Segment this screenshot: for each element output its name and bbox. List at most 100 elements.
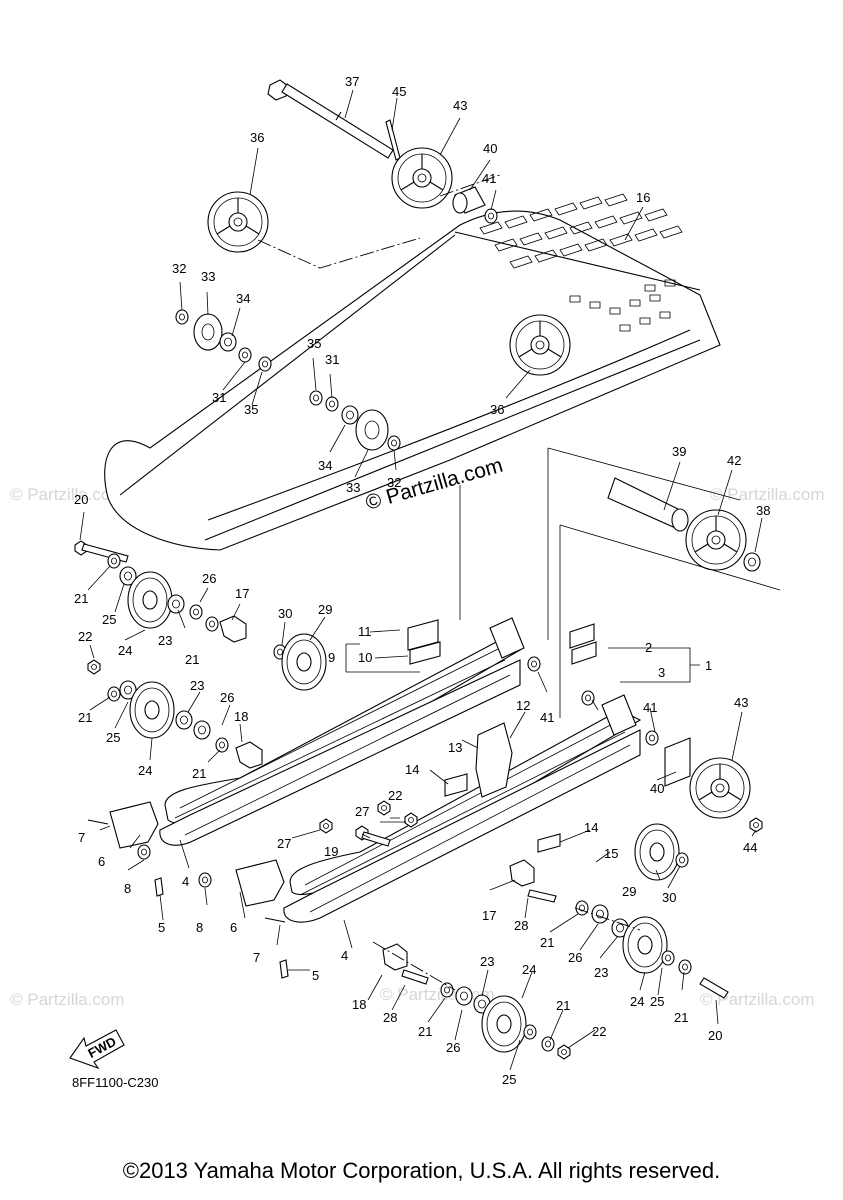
callout-4-b: 4 xyxy=(341,948,348,963)
wheel-24-upper-left xyxy=(127,571,173,629)
leader-lines xyxy=(79,89,763,1071)
callout-40: 40 xyxy=(483,141,497,156)
callout-23-c: 23 xyxy=(594,965,608,980)
callout-32-b: 32 xyxy=(387,475,401,490)
lower-wheel-cluster xyxy=(372,859,729,1060)
callout-19: 19 xyxy=(324,844,338,859)
watermarks: © Partzilla.com © Partzilla.com © Partzi… xyxy=(10,485,825,1009)
callout-42: 42 xyxy=(727,453,741,468)
callout-25-d: 25 xyxy=(502,1072,516,1087)
callouts: 37 45 43 36 40 41 16 32 33 34 35 31 31 3… xyxy=(74,74,770,1087)
slide-rails xyxy=(159,617,763,923)
callout-26-b: 26 xyxy=(220,690,234,705)
callout-24: 24 xyxy=(118,643,132,658)
idler-wheel-43-top xyxy=(391,147,453,209)
callout-24-d: 24 xyxy=(630,994,644,1009)
idler-wheel-36-left xyxy=(207,191,269,253)
callout-21-c: 21 xyxy=(78,710,92,725)
callout-15: 15 xyxy=(604,846,618,861)
callout-35-b: 35 xyxy=(244,402,258,417)
bearing-group-left xyxy=(175,309,401,451)
callout-24-b: 24 xyxy=(138,763,152,778)
callout-34: 34 xyxy=(236,291,250,306)
callout-22: 22 xyxy=(78,629,92,644)
callout-44: 44 xyxy=(743,840,757,855)
callout-28: 28 xyxy=(514,918,528,933)
watermark-right-top: © Partzilla.com xyxy=(710,485,825,504)
idler-wheel-43-lower xyxy=(689,757,751,819)
callout-18-b: 18 xyxy=(352,997,366,1012)
callout-11: 11 xyxy=(358,624,372,639)
callout-29: 29 xyxy=(318,602,332,617)
wheel-29-upper xyxy=(281,633,327,691)
callout-17: 17 xyxy=(235,586,249,601)
idler-wheel-36-right xyxy=(509,314,571,376)
callout-7: 7 xyxy=(78,830,85,845)
wheel-24-bottom xyxy=(481,995,527,1053)
callout-41-b: 41 xyxy=(540,710,554,725)
callout-12: 12 xyxy=(516,698,530,713)
callout-45: 45 xyxy=(392,84,406,99)
callout-22-c: 22 xyxy=(592,1024,606,1039)
callout-18: 18 xyxy=(234,709,248,724)
callout-4: 4 xyxy=(182,874,189,889)
callout-25-b: 25 xyxy=(106,730,120,745)
callout-6-b: 6 xyxy=(230,920,237,935)
callout-30-b: 30 xyxy=(662,890,676,905)
rail-end-caps xyxy=(87,801,289,979)
callout-33-b: 33 xyxy=(346,480,360,495)
callout-41-c: 41 xyxy=(643,700,657,715)
callout-9: 9 xyxy=(328,650,335,665)
callout-21-g: 21 xyxy=(418,1024,432,1039)
callout-6: 6 xyxy=(98,854,105,869)
callout-21-e: 21 xyxy=(540,935,554,950)
diagram-code: 8FF1100-C230 xyxy=(72,1075,158,1090)
callout-23-b: 23 xyxy=(190,678,204,693)
callout-21-d: 21 xyxy=(192,766,206,781)
callout-21-b: 21 xyxy=(185,652,199,667)
callout-21-h: 21 xyxy=(556,998,570,1013)
track-lugs xyxy=(479,193,683,332)
idler-wheel-42 xyxy=(685,509,747,571)
callout-20: 20 xyxy=(74,492,88,507)
callout-22-b: 22 xyxy=(388,788,402,803)
callout-14-b: 14 xyxy=(584,820,598,835)
callout-16: 16 xyxy=(636,190,650,205)
callout-27: 27 xyxy=(355,804,369,819)
callout-7-b: 7 xyxy=(253,950,260,965)
callout-28-b: 28 xyxy=(383,1010,397,1025)
track-belt xyxy=(104,193,721,551)
callout-26-c: 26 xyxy=(568,950,582,965)
callout-24-c: 24 xyxy=(522,962,536,977)
callout-39: 39 xyxy=(672,444,686,459)
watermark-left-top: © Partzilla.com xyxy=(10,485,125,504)
wheel-24-lower-left xyxy=(129,681,175,739)
callout-30: 30 xyxy=(278,606,292,621)
callout-5: 5 xyxy=(158,920,165,935)
callout-26-d: 26 xyxy=(446,1040,460,1055)
callout-23-d: 23 xyxy=(480,954,494,969)
callout-14: 14 xyxy=(405,762,419,777)
callout-21-f: 21 xyxy=(674,1010,688,1025)
callout-27-b: 27 xyxy=(277,836,291,851)
callout-31: 31 xyxy=(325,352,339,367)
callout-29-b: 29 xyxy=(622,884,636,899)
callout-26: 26 xyxy=(202,571,216,586)
callout-32: 32 xyxy=(172,261,186,276)
callout-10: 10 xyxy=(358,650,372,665)
callout-1: 1 xyxy=(705,658,712,673)
fwd-arrow: FWD xyxy=(69,1029,125,1070)
callout-36-b: 36 xyxy=(490,402,504,417)
callout-23: 23 xyxy=(158,633,172,648)
callout-31-b: 31 xyxy=(212,390,226,405)
callout-40-b: 40 xyxy=(650,781,664,796)
callout-34-b: 34 xyxy=(318,458,332,473)
callout-17-b: 17 xyxy=(482,908,496,923)
callout-35: 35 xyxy=(307,336,321,351)
callout-41: 41 xyxy=(482,171,496,186)
callout-43: 43 xyxy=(453,98,467,113)
rear-idler-assembly xyxy=(459,447,781,718)
callout-33: 33 xyxy=(201,269,215,284)
callout-25: 25 xyxy=(102,612,116,627)
